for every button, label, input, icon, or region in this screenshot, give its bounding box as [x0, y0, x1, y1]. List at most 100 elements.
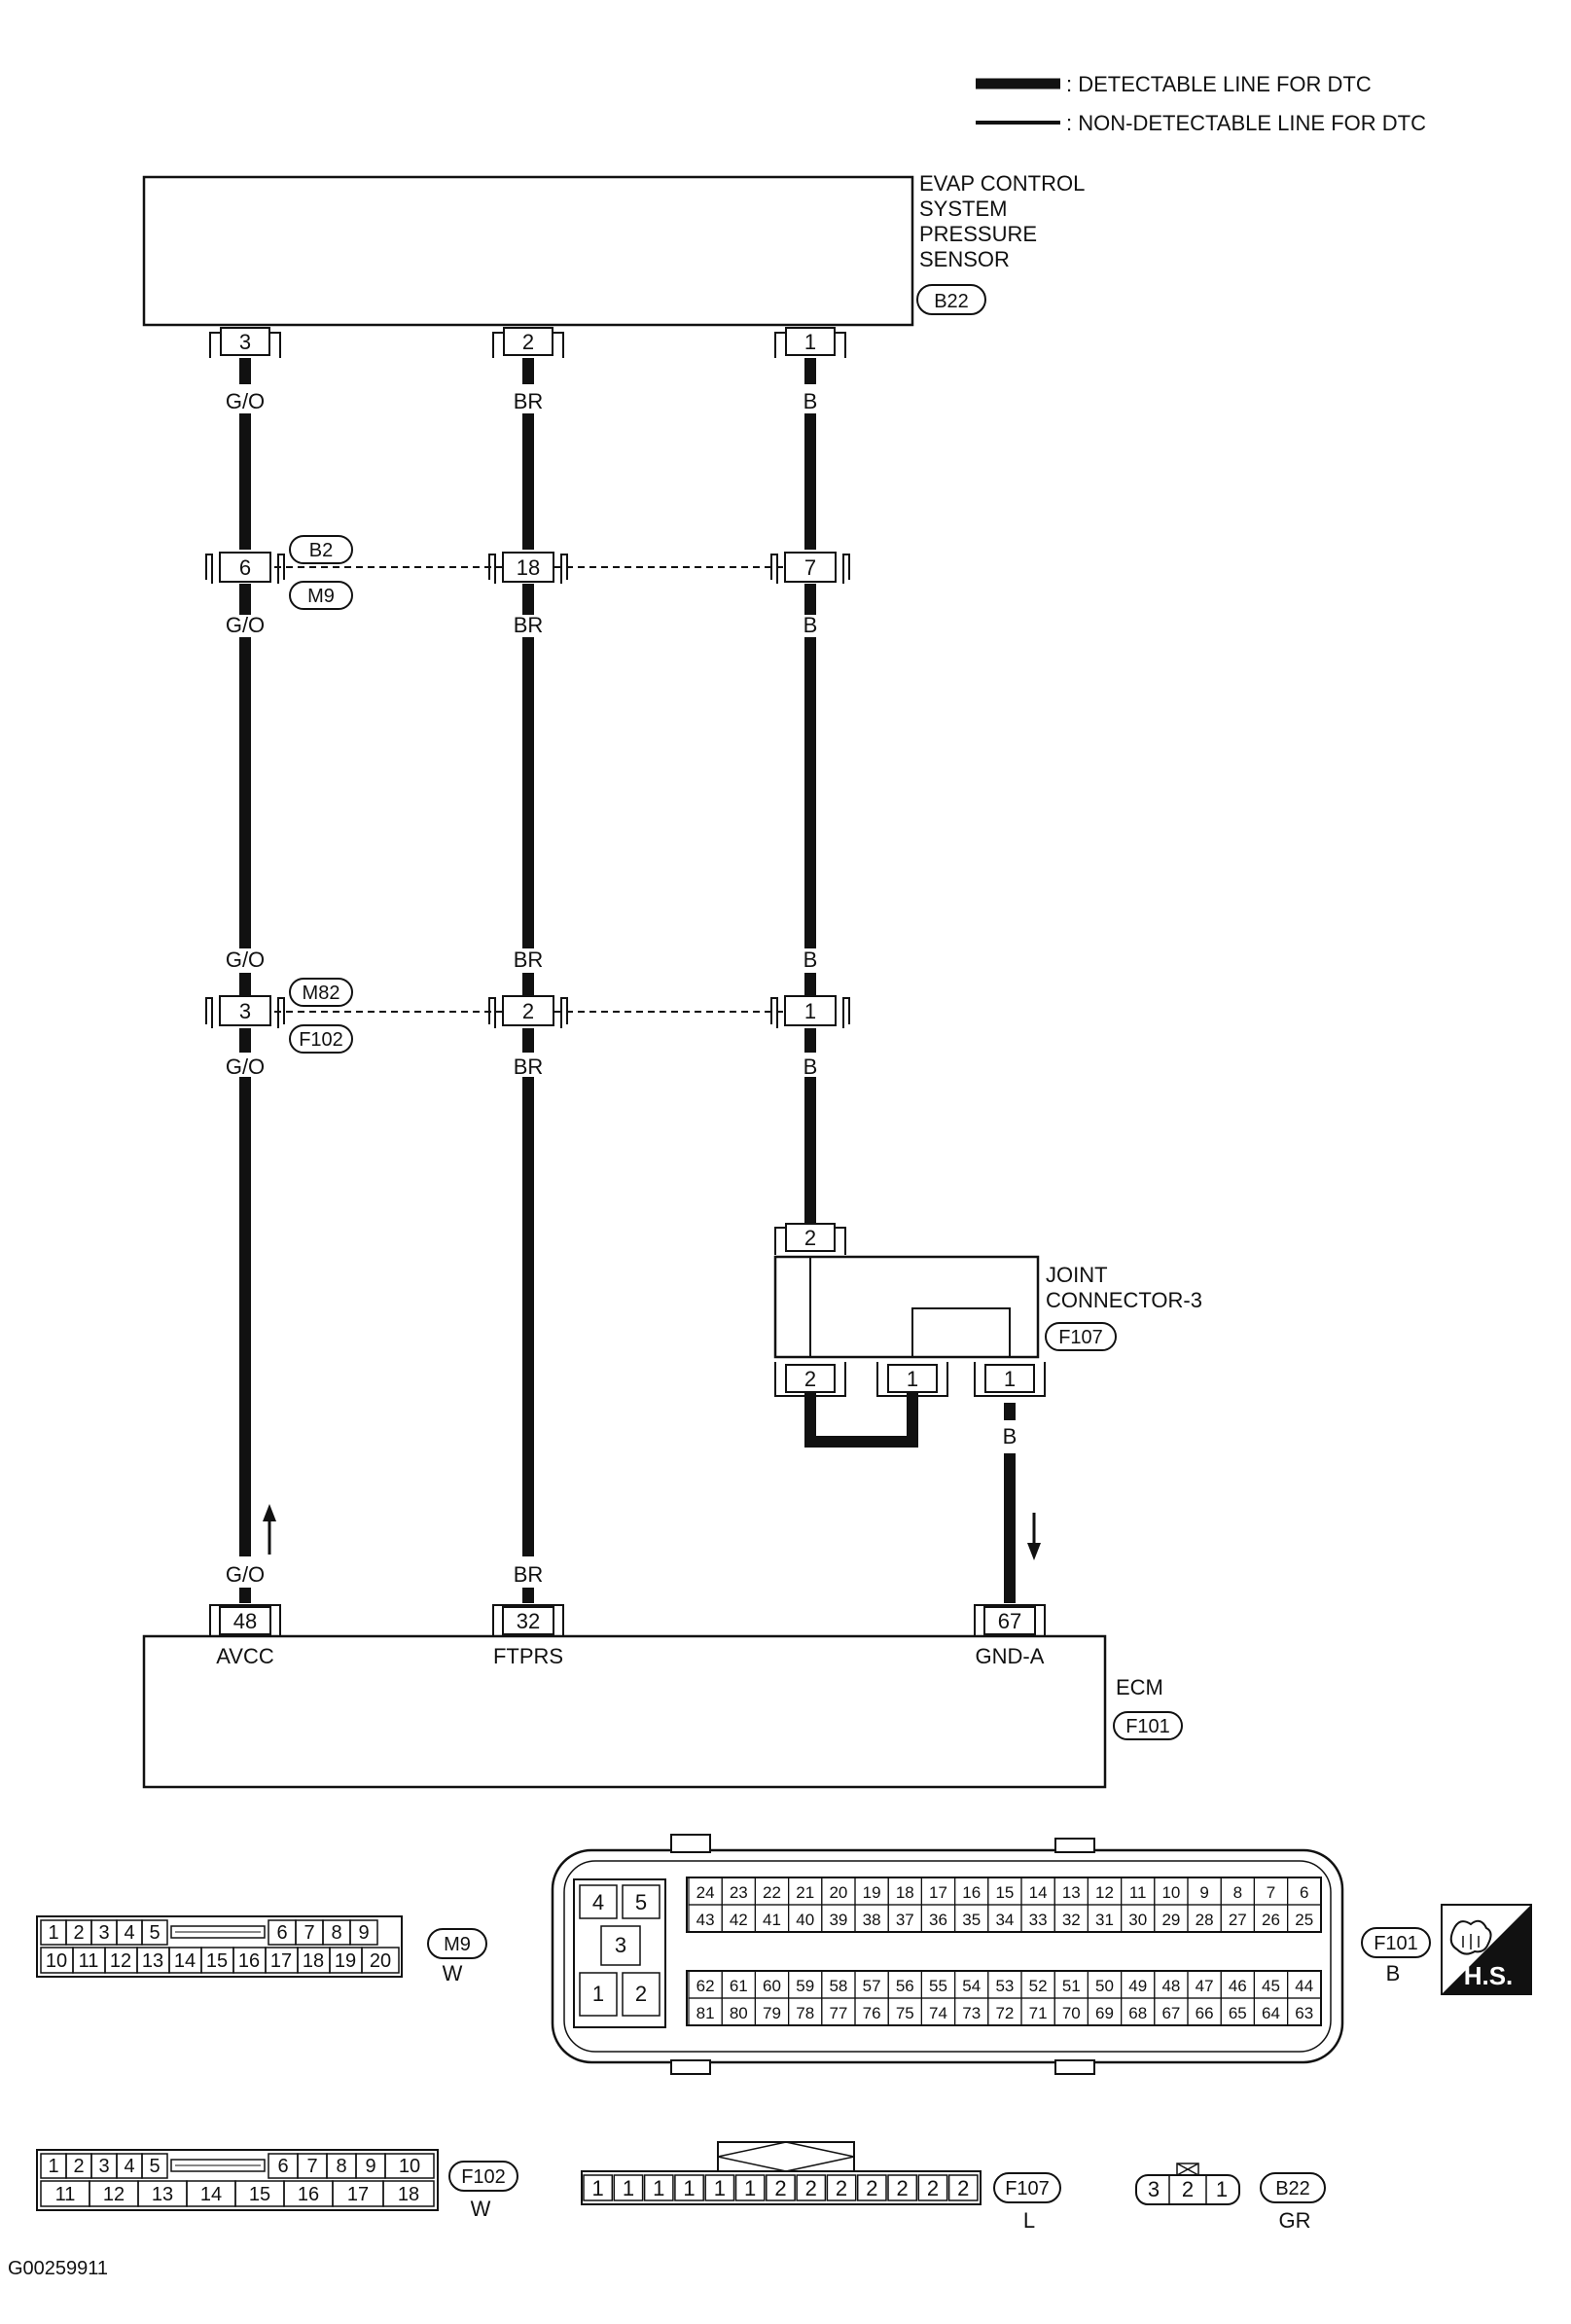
f101-power-cell [579, 1972, 618, 2017]
f107-face-color: L [1023, 2208, 1035, 2233]
ecm: 48 32 67 AVCC FTPRS GND-A ECM F101 [142, 1604, 1183, 1789]
wires [239, 413, 1016, 1603]
sensor-pin-3: 1 [804, 330, 816, 354]
wire-2-color-c: BR [514, 947, 544, 972]
f101-face-inner [563, 1860, 1332, 2053]
f101-pin: 44 [1295, 1977, 1313, 1995]
f107-pin: 1 [744, 2176, 756, 2200]
m9-pin: 6 [276, 1922, 287, 1944]
f101-pin: 20 [829, 1883, 847, 1902]
f107-cell [887, 2174, 918, 2201]
f101-power-pin: 2 [635, 1982, 647, 2006]
f101-pin: 17 [929, 1883, 947, 1902]
connector-face-b22: 3 2 1 B22 GR [1135, 2163, 1326, 2233]
inline-connector-m82-f102: 3 2 1 M82 F102 [205, 973, 850, 1054]
f107-bridge [717, 2141, 855, 2172]
f101-pin: 16 [962, 1883, 981, 1902]
joint-bottom-housing-2 [876, 1362, 948, 1397]
sensor-pin-3-box [785, 327, 836, 356]
connector-face-m9: 1 2 3 4 5 6 7 8 9 10 11 12 13 14 15 16 1… [36, 1915, 487, 1985]
m9-pin: 13 [142, 1950, 163, 1972]
wire-1-color-a: G/O [226, 389, 265, 413]
f101-pin: 14 [1029, 1883, 1048, 1902]
f101-face-color: B [1386, 1961, 1401, 1985]
f102-pin: 6 [277, 2156, 288, 2177]
sensor-connector-badge [916, 284, 986, 315]
f101-pin: 37 [896, 1911, 914, 1929]
m9-cell [141, 1919, 168, 1946]
f101-pin: 23 [730, 1883, 748, 1902]
f101-pin: 55 [929, 1977, 947, 1995]
b22-key-x [1176, 2163, 1199, 2176]
joint-bottom-housing-3 [974, 1362, 1046, 1397]
m9-pin: 5 [149, 1922, 160, 1944]
f107-pin: 1 [623, 2176, 634, 2200]
f102-pin: 13 [152, 2184, 173, 2205]
f101-power-cell [600, 1925, 641, 1966]
joint-loop-wire [804, 1393, 918, 1448]
f102-pin: 17 [347, 2184, 369, 2205]
wire-3-color-b: B [803, 613, 818, 637]
f101-pin: 81 [696, 2004, 715, 2022]
f101-pin: 25 [1295, 1911, 1313, 1929]
wire-3-color-d: B [803, 1055, 818, 1079]
f102-pin: 7 [306, 2156, 317, 2177]
wire-2-color-b: BR [514, 613, 544, 637]
f107-pin: 1 [592, 2176, 604, 2200]
hs-badge-fill [1442, 1905, 1531, 1994]
f101-pin: 11 [1129, 1883, 1147, 1902]
f101-pin: 8 [1233, 1883, 1242, 1902]
arrow-up-icon [263, 1504, 276, 1521]
sensor-title-line-1: EVAP CONTROL [919, 171, 1085, 196]
f107-cell [826, 2174, 857, 2201]
f101-pin: 29 [1161, 1911, 1180, 1929]
sensor-pin-2: 2 [522, 330, 534, 354]
ecm-connector-id: F101 [1125, 1716, 1170, 1737]
m9-cell [361, 1947, 400, 1974]
f101-pin: 68 [1128, 2004, 1147, 2022]
wire-3-color-a: B [803, 389, 818, 413]
f107-cell [643, 2174, 674, 2201]
connector-face-f102: 1 2 3 4 5 6 7 8 9 10 11 12 13 14 15 16 1… [36, 2149, 518, 2221]
joint-connector-id: F107 [1058, 1327, 1103, 1348]
f101-pin: 18 [896, 1883, 914, 1902]
f101-pin: 58 [829, 1977, 847, 1995]
m9-face-color: W [443, 1961, 463, 1985]
f101-pin: 30 [1128, 1911, 1147, 1929]
sensor-box [142, 175, 914, 327]
f101-pin: 42 [730, 1911, 748, 1929]
f101-pin: 15 [995, 1883, 1014, 1902]
inline-b2-badge [289, 535, 353, 564]
f107-pin: 2 [805, 2176, 817, 2200]
f107-cell [856, 2174, 887, 2201]
m9-pin: 8 [331, 1922, 341, 1944]
f107-bridge-line [717, 2141, 787, 2158]
f107-bridge-line [785, 2156, 855, 2172]
m9-pin: 15 [206, 1950, 228, 1972]
m9-pin: 9 [358, 1922, 369, 1944]
f102-key-slot [170, 2159, 266, 2172]
f101-pin: 36 [929, 1911, 947, 1929]
f102-pin: 2 [73, 2156, 84, 2177]
f101-power-pin: 5 [635, 1890, 647, 1914]
joint-box [773, 1255, 1040, 1359]
sensor-pin-1-box [220, 327, 270, 356]
f101-power-pin: 1 [592, 1982, 604, 2006]
hs-connector-icon [1449, 1919, 1492, 1955]
sensor-title-line-4: SENSOR [919, 247, 1010, 271]
f101-pin: 60 [763, 1977, 781, 1995]
f107-pin: 2 [927, 2176, 939, 2200]
f107-face-id: F107 [1005, 2178, 1050, 2199]
f102-pin: 10 [399, 2156, 420, 2177]
ecm-connector-badge [1113, 1711, 1183, 1740]
inline-m82f102-housing-2 [488, 997, 568, 1028]
f102-pin: 5 [149, 2156, 160, 2177]
f101-pin: 34 [995, 1911, 1014, 1929]
f101-pin: 75 [896, 2004, 914, 2022]
hs-badge: H.S. [1441, 1904, 1532, 1995]
f107-cell [917, 2174, 948, 2201]
m9-cell [349, 1919, 378, 1946]
ecm-box [142, 1634, 1107, 1789]
f101-pin: 46 [1229, 1977, 1247, 1995]
